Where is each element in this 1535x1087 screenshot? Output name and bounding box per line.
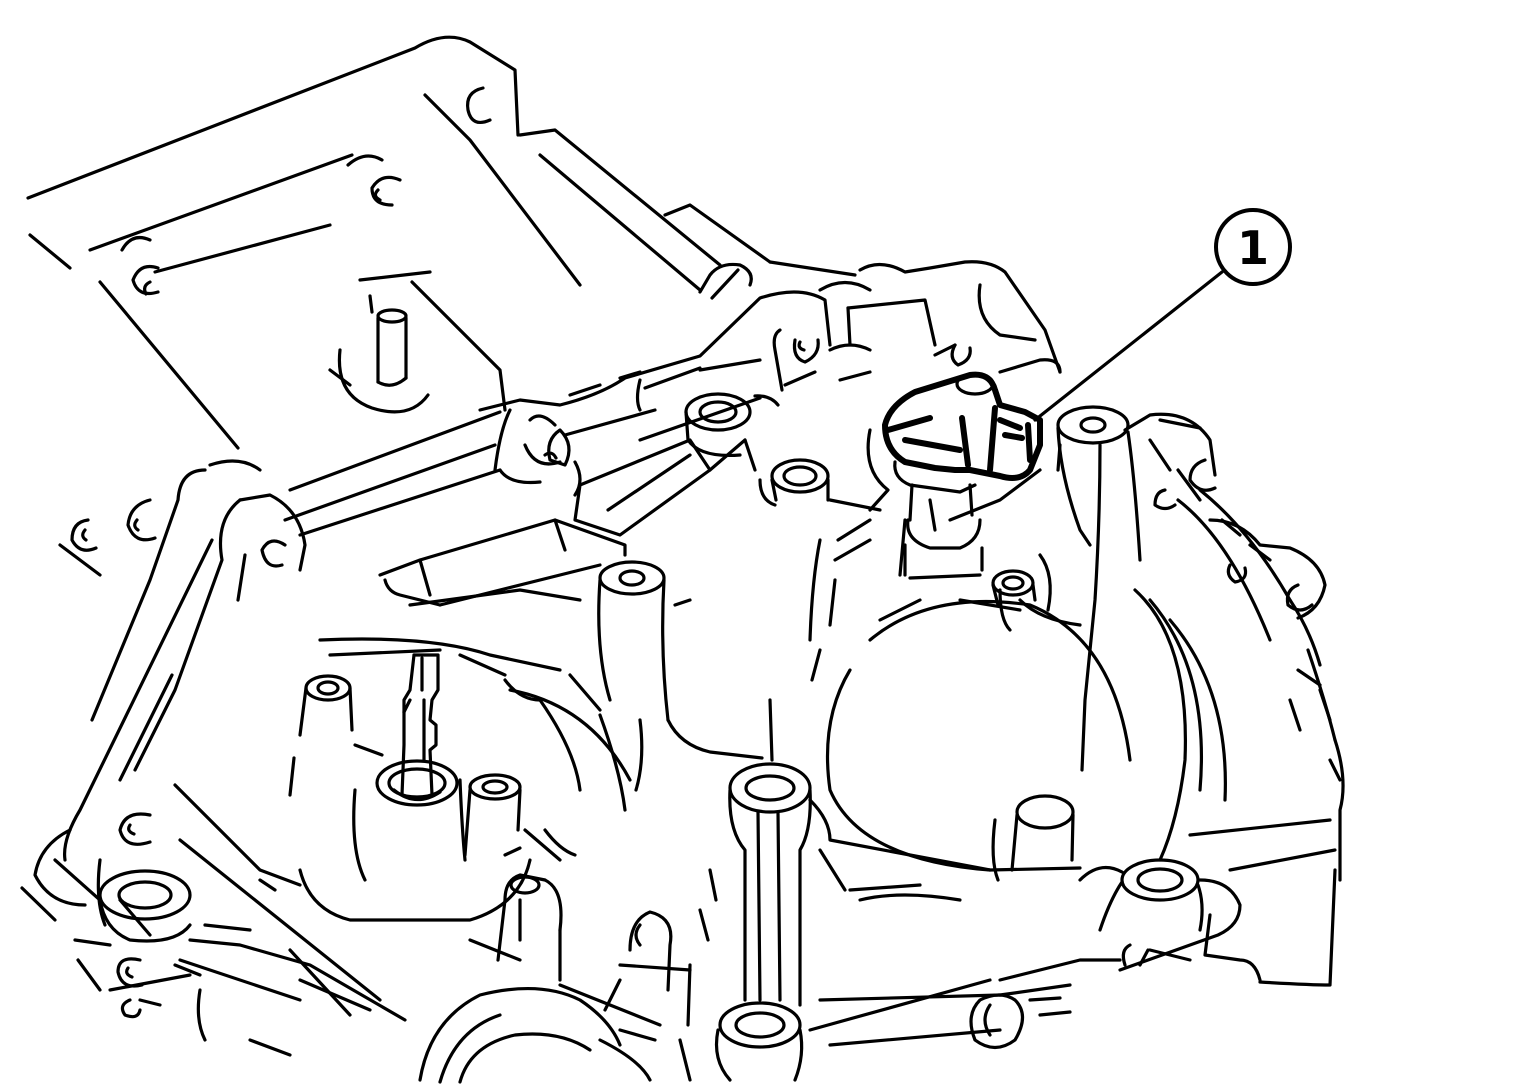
callout-1-label: 1 <box>1237 221 1269 275</box>
input-shaft <box>288 653 522 882</box>
upper-bracket-plate <box>26 35 722 522</box>
clutch-housing <box>768 358 1345 987</box>
callout-1-leader <box>1033 270 1224 422</box>
sensor-connector-icon <box>882 371 1043 481</box>
callout-1-marker: 1 <box>1214 208 1292 286</box>
case-top-surface <box>298 290 972 537</box>
case-lower-flange <box>98 762 1242 1084</box>
shift-shaft-housing <box>663 203 1062 374</box>
case-center-body <box>318 518 764 812</box>
case-left-flange <box>20 459 382 1042</box>
sensor-body <box>893 372 995 580</box>
